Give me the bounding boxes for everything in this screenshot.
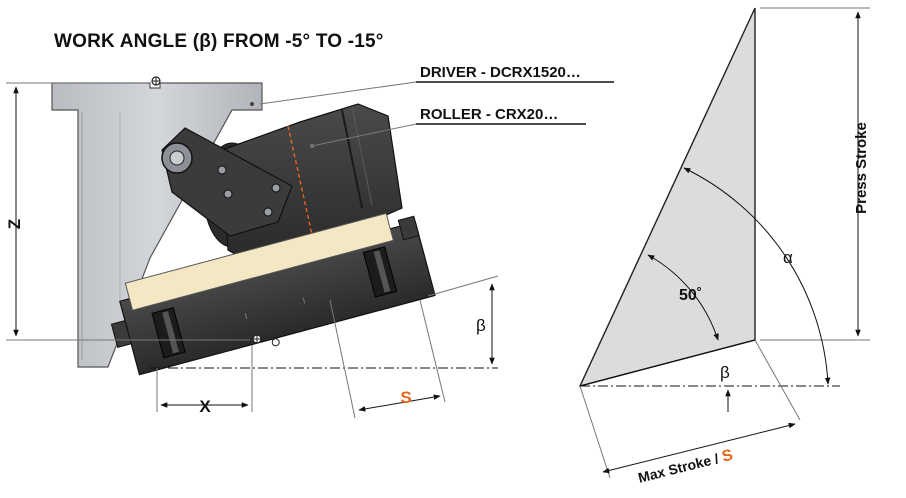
roller-callout-label: ROLLER - CRX20… [420, 106, 559, 123]
beta-label-left: β [476, 316, 486, 335]
max-stroke-s-label: S [720, 447, 735, 466]
wedge-triangle [578, 7, 756, 388]
s-label-left: S [400, 388, 411, 407]
driver-body [51, 76, 263, 368]
driver-leader-line [259, 81, 417, 105]
s-dimension-line [358, 394, 441, 412]
alpha-arc [683, 167, 831, 385]
roller-upper-assembly [161, 103, 403, 263]
dimension-lines-left [6, 81, 614, 419]
diagram-title: WORK ANGLE (β) FROM -5° TO -15° [54, 31, 384, 52]
wear-plate [124, 212, 394, 311]
angle-50-label: 50˚ [679, 287, 702, 304]
wedge-diagram [578, 7, 870, 479]
roller-centerline [287, 125, 319, 263]
roller-slide [110, 212, 436, 376]
x-label: X [199, 397, 211, 416]
driver-callout-label: DRIVER - DCRX1520… [420, 64, 581, 81]
max-stroke-label: Max Stroke / S [636, 447, 735, 487]
roller-leader-line [311, 123, 417, 147]
beta-label-right: β [720, 363, 730, 382]
roller-link-arm [161, 127, 293, 237]
max-stroke-dimension [602, 422, 796, 474]
alpha-label: α [783, 248, 793, 267]
press-stroke-label: Press Stroke [853, 122, 870, 214]
z-label: Z [5, 219, 24, 229]
